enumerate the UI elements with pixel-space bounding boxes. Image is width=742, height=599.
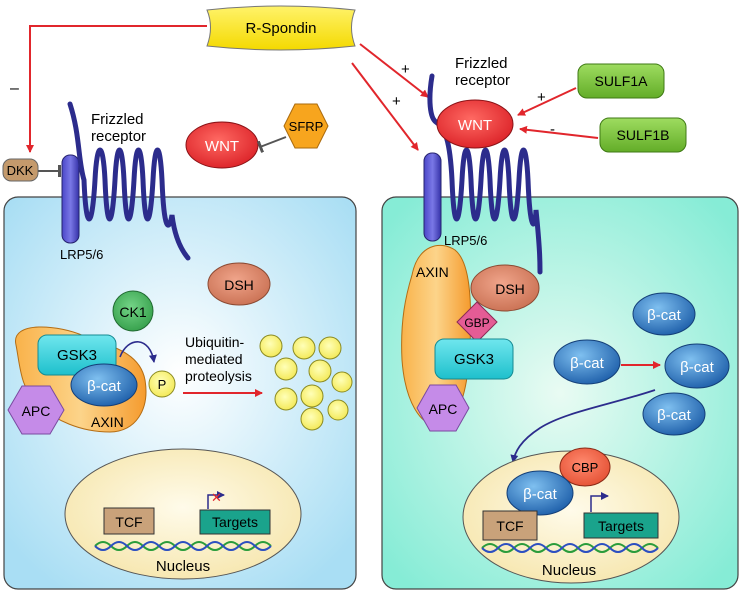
plus-sign-receptor: + <box>392 93 401 110</box>
gsk3-right <box>434 338 514 380</box>
r-spondin-shape <box>206 5 356 51</box>
axin-right-label: AXIN <box>416 264 449 280</box>
nuclear-translocation-arrow <box>510 389 656 463</box>
plus-sign-wnt: + <box>401 61 410 78</box>
dsh-left <box>207 262 271 306</box>
tcf-left <box>103 507 155 535</box>
beta-cat-right-4 <box>642 392 706 436</box>
tcf-right <box>482 510 538 541</box>
sulf1b-to-wnt-arrow <box>519 125 599 139</box>
nucleus-right-label: Nucleus <box>542 562 596 579</box>
ubiquitin-label-2: mediated <box>185 351 243 367</box>
frizzled-label-left-2: receptor <box>91 128 146 145</box>
frizzled-receptor-right <box>427 73 543 275</box>
fragment <box>259 334 283 358</box>
sfrp-label: SFRP <box>289 119 324 134</box>
tcf-right-label: TCF <box>496 518 523 534</box>
fragment <box>274 357 298 381</box>
dkk-label: DKK <box>7 163 34 178</box>
apc-right <box>416 384 470 432</box>
targets-left-label: Targets <box>212 514 258 530</box>
beta-cat-nucleus <box>506 470 574 516</box>
sulf1b-box <box>599 117 687 153</box>
fragment <box>292 336 316 360</box>
fragment <box>274 387 298 411</box>
fragment <box>300 384 324 408</box>
dsh-right <box>470 264 540 312</box>
dsh-right-label: DSH <box>495 281 525 297</box>
wnt-right <box>436 99 514 149</box>
lrp-left-label: LRP5/6 <box>60 247 103 262</box>
gbp-label: GBP <box>464 316 489 330</box>
cbp <box>559 447 611 487</box>
targets-right-label: Targets <box>598 518 644 534</box>
phosphate-left <box>148 370 176 398</box>
beta-cat-right-2 <box>553 339 621 385</box>
fragment <box>308 359 332 383</box>
fragment <box>300 407 324 431</box>
beta-cat-right-1-label: β-cat <box>647 307 681 324</box>
transcription-arrow-left <box>207 491 225 509</box>
r-spondin-to-dkk-arrow <box>26 25 207 153</box>
sulf1a-box <box>577 63 665 99</box>
frizzled-label-right-2: receptor <box>455 72 510 89</box>
cbp-label: CBP <box>572 460 599 475</box>
apc-left-label: APC <box>22 403 51 419</box>
targets-right <box>583 512 659 539</box>
dna-helix-left <box>94 541 272 551</box>
ubiquitin-label-1: Ubiquitin- <box>185 334 244 350</box>
fragment <box>318 336 342 360</box>
r-spondin-to-receptor-arrow <box>351 62 419 151</box>
phosphate-left-label: P <box>158 377 167 392</box>
ck1-left <box>112 290 154 332</box>
transcription-arrow-right <box>590 492 609 512</box>
beta-cat-right-4-label: β-cat <box>657 407 691 424</box>
sfrp-inhibit-line <box>256 136 287 153</box>
beta-cat-left <box>70 363 138 407</box>
lrp-right <box>423 152 442 242</box>
wnt-left-label: WNT <box>205 138 239 155</box>
frizzled-receptor-left <box>67 101 191 261</box>
apc-right-label: APC <box>429 401 458 417</box>
beta-cat-right-1 <box>632 292 696 336</box>
targets-left <box>199 509 271 535</box>
ck1-left-label: CK1 <box>119 304 146 320</box>
dna-helix-right <box>481 543 659 553</box>
fragment <box>331 371 353 393</box>
sulf1a-to-wnt-arrow <box>517 87 577 116</box>
beta-cat-right-3-label: β-cat <box>680 359 714 376</box>
lrp-right-label: LRP5/6 <box>444 233 487 248</box>
nucleus-left-label: Nucleus <box>156 558 210 575</box>
sulf1a-label: SULF1A <box>595 73 649 89</box>
gsk3-right-label: GSK3 <box>454 351 494 368</box>
beta-cat-nucleus-label: β-cat <box>523 486 557 503</box>
blocked-x-icon: ✕ <box>211 490 222 505</box>
nucleus-left <box>64 448 302 580</box>
dsh-left-label: DSH <box>224 277 254 293</box>
beta-cat-left-label: β-cat <box>87 378 121 395</box>
sulf1a-plus-sign: + <box>537 89 546 106</box>
sulf1b-label: SULF1B <box>617 127 670 143</box>
ck1-phosphorylation-arrow <box>119 341 157 363</box>
frizzled-label-left-1: Frizzled <box>91 111 144 128</box>
beta-cat-right-2-label: β-cat <box>570 355 604 372</box>
ubiquitin-label-3: proteolysis <box>185 368 252 384</box>
sulf1b-minus-sign: - <box>550 121 555 138</box>
r-spondin-to-wnt-arrow <box>359 43 429 98</box>
degraded-fragments <box>259 334 353 431</box>
r-spondin-minus-sign: – <box>10 80 19 97</box>
sfrp-hexagon <box>283 103 329 149</box>
r-spondin-label: R-Spondin <box>246 20 317 37</box>
axin-left-label: AXIN <box>91 414 124 430</box>
gsk3-left-label: GSK3 <box>57 347 97 364</box>
frizzled-label-right-1: Frizzled <box>455 55 508 72</box>
apc-left <box>7 385 65 435</box>
tcf-left-label: TCF <box>115 514 142 530</box>
lrp-left <box>61 154 80 244</box>
beta-cat-right-3 <box>664 343 730 389</box>
wnt-right-label: WNT <box>458 117 492 134</box>
fragment <box>327 399 349 421</box>
